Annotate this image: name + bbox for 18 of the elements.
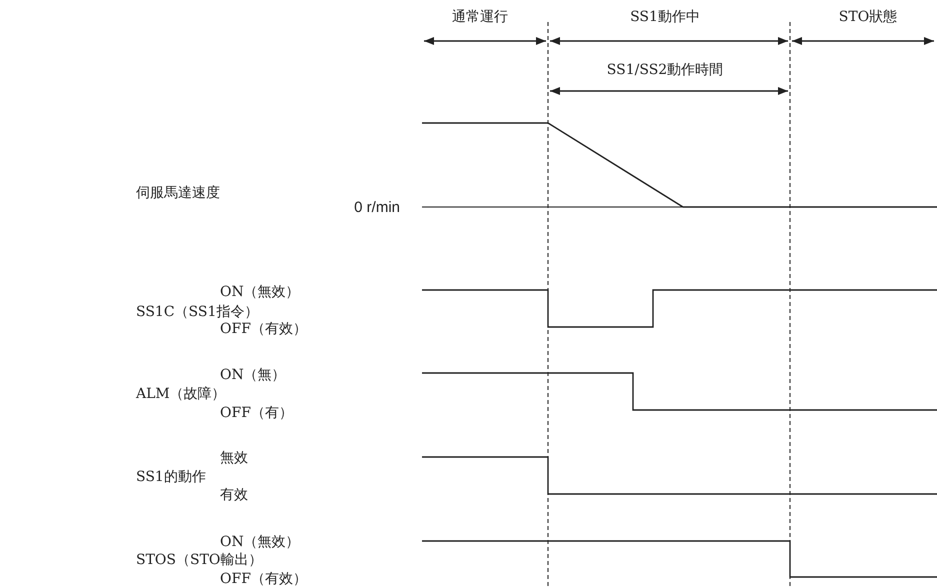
signal-name: STOS（STO輸出） (136, 551, 262, 569)
signal-name: 伺服馬達速度 (136, 184, 220, 202)
level-label: ON（無效） (220, 283, 300, 301)
duration-label: SS1/SS2動作時間 (606, 61, 724, 79)
signal-name: SS1C（SS1指令） (136, 303, 258, 321)
phase-label: SS1動作中 (630, 8, 700, 26)
signal-name: SS1的動作 (136, 468, 206, 486)
level-label: 有效 (220, 486, 248, 504)
level-label: ON（無效） (220, 533, 300, 551)
level-label: OFF（有效） (220, 320, 307, 338)
level-label: ON（無） (220, 366, 286, 384)
level-label: OFF（有效） (220, 570, 307, 587)
speed-value: 0 r/min (354, 199, 400, 217)
phase-label: STO狀態 (838, 8, 898, 26)
level-label: 無效 (220, 449, 248, 467)
signal-name: ALM（故障） (136, 385, 226, 403)
level-label: OFF（有） (220, 404, 293, 422)
phase-label: 通常運行 (452, 8, 508, 26)
